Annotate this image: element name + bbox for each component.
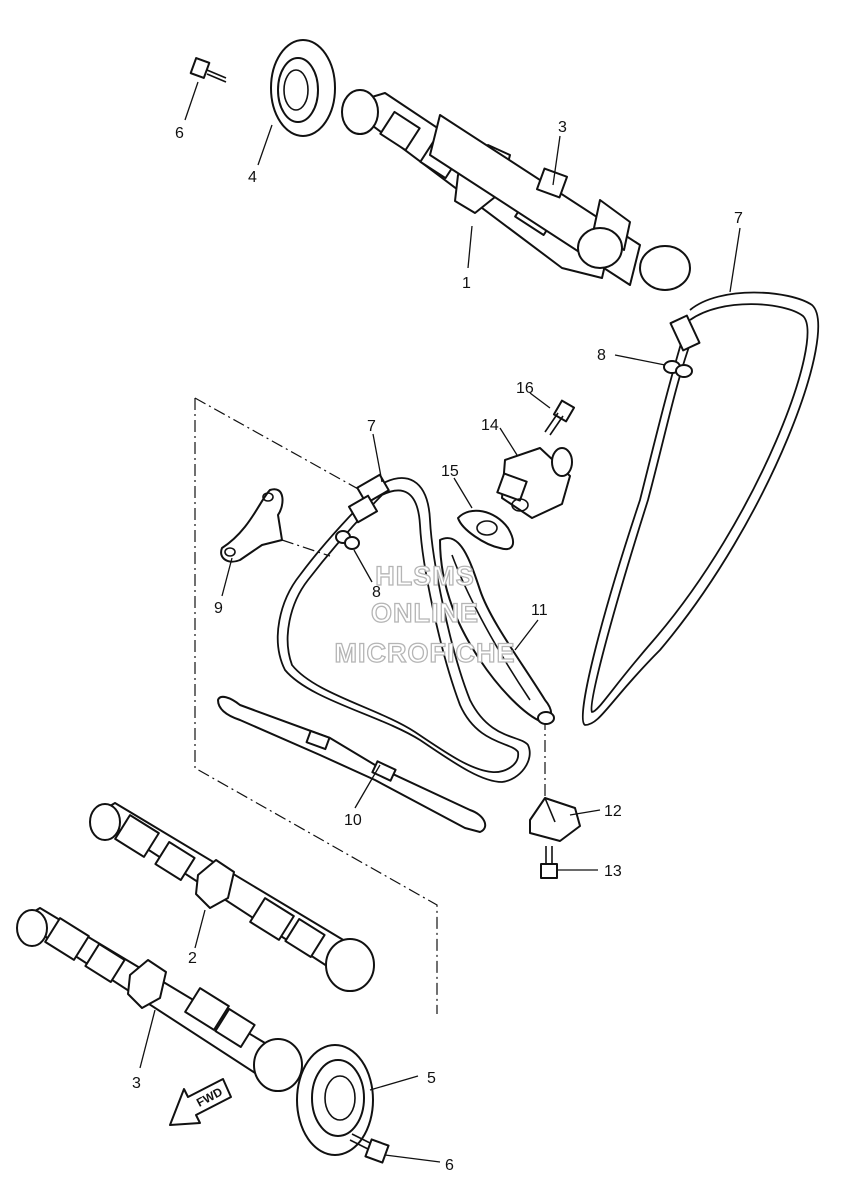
forward-direction-arrow: FWD — [169, 1078, 232, 1126]
assembly-outline — [194, 397, 546, 1014]
callout-9: 9 — [214, 600, 223, 617]
bolt-6-lower — [349, 1133, 390, 1164]
gasket-15 — [457, 509, 515, 550]
callout-7-inner: 7 — [367, 418, 376, 435]
chain-guide-10 — [217, 695, 487, 833]
callout-2: 2 — [188, 950, 197, 967]
bolt-6-upper — [189, 57, 227, 83]
callout-8-right: 8 — [597, 347, 606, 364]
bracket-9 — [220, 488, 284, 563]
watermark-line-1: HLSMS — [375, 561, 475, 591]
upper-camshafts — [341, 89, 691, 291]
callout-3-upper: 3 — [558, 119, 567, 136]
callout-10: 10 — [344, 812, 362, 829]
timing-chain-inner — [276, 477, 531, 783]
callout-6-lower: 6 — [445, 1157, 454, 1174]
callout-6-upper: 6 — [175, 125, 184, 142]
chain-joint-8-right — [663, 314, 701, 378]
timing-chain-right — [581, 291, 820, 726]
callout-8-left: 8 — [372, 584, 381, 601]
bolt-13 — [540, 846, 558, 879]
camshaft-2 — [89, 802, 375, 992]
chain-tensioner-14 — [496, 447, 573, 519]
callout-7-right: 7 — [734, 210, 743, 227]
watermark-line-2: ONLINE — [371, 598, 479, 628]
sprocket-4 — [270, 39, 336, 137]
guide-stopper-12 — [529, 797, 581, 842]
callout-5: 5 — [427, 1070, 436, 1087]
callout-13: 13 — [604, 863, 622, 880]
bolt-16 — [544, 399, 576, 436]
callout-12: 12 — [604, 803, 622, 820]
chain-guide-11 — [439, 537, 555, 725]
watermark-line-3: MICROFICHE — [335, 638, 516, 668]
leader-lines — [139, 81, 741, 1163]
watermark: HLSMS ONLINE MICROFICHE — [334, 560, 516, 668]
callout-3-lower: 3 — [132, 1075, 141, 1092]
callout-4: 4 — [248, 169, 257, 186]
callout-14: 14 — [481, 417, 499, 434]
chain-joint-8-left — [335, 473, 390, 550]
callout-11: 11 — [531, 602, 548, 619]
sprocket-5 — [296, 1044, 374, 1156]
callout-1: 1 — [462, 275, 471, 292]
callout-16: 16 — [516, 380, 534, 397]
callout-15: 15 — [441, 463, 459, 480]
camshaft-3 — [16, 907, 303, 1092]
callout-labels: 1 2 3 3 4 5 6 6 7 7 8 8 9 10 11 12 13 14… — [132, 119, 743, 1174]
